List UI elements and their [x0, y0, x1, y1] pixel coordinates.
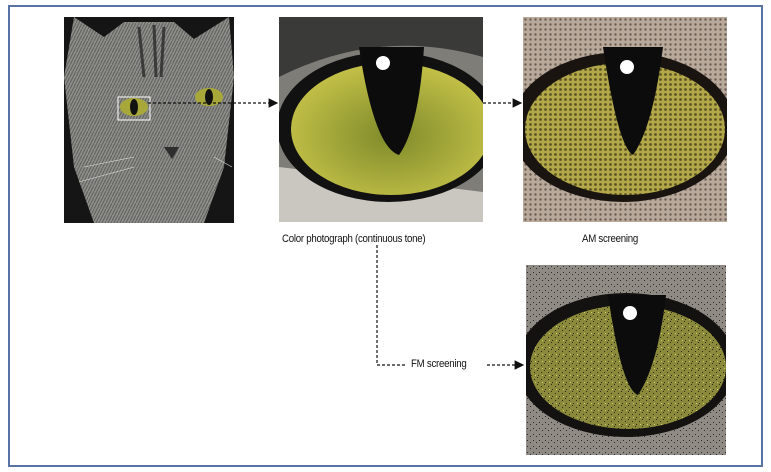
- caption-am-screening: AM screening: [582, 233, 638, 245]
- fm-screening-eye: [526, 265, 726, 455]
- am-screening-eye: [523, 17, 727, 222]
- caption-continuous-tone: Color photograph (continuous tone): [282, 233, 425, 245]
- cat-photo: [64, 17, 234, 223]
- caption-fm-screening: FM screening: [411, 358, 466, 370]
- continuous-tone-eye: [279, 17, 483, 222]
